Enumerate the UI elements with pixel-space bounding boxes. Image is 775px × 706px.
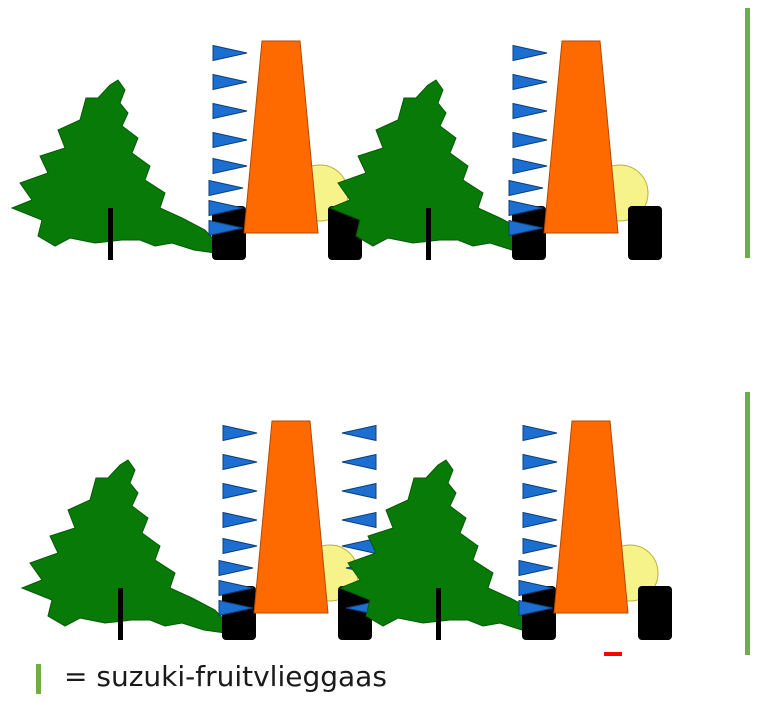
tree-canopy [338,459,547,634]
spray-nozzle-icon [212,44,248,62]
spray-nozzle-icon [212,157,248,175]
legend-label: = suzuki-fruitvlieggaas [64,660,387,693]
sprayer-wheel-left [512,206,546,260]
spray-nozzle-icon [208,199,244,217]
tree-canopy [20,459,229,634]
spray-nozzle-icon [518,579,554,597]
panel-one-sided-spraying [10,8,750,260]
spray-nozzle-icon [341,453,377,471]
spray-nozzle-icon [212,131,248,149]
tree-canopy [10,79,219,254]
spray-nozzle-icon [508,179,544,197]
spray-nozzle-icon [341,511,377,529]
spray-nozzle-icon [522,453,558,471]
spray-nozzle-icon [512,102,548,120]
sprayer-wheel-right [628,206,662,260]
spray-nozzle-icon [218,559,254,577]
tree-canopy [328,79,537,254]
spray-nozzle-icon [512,131,548,149]
spray-nozzle-icon [512,157,548,175]
tree-trunk [108,208,113,260]
red-marker [604,652,622,656]
spray-nozzle-icon [208,219,244,237]
spray-nozzle-icon [341,424,377,442]
spray-nozzle-icon [222,511,258,529]
sprayer-body [553,420,629,614]
spray-nozzle-icon [522,511,558,529]
spray-nozzle-icon [222,453,258,471]
spray-nozzle-icon [218,579,254,597]
spray-nozzle-icon [512,44,548,62]
sprayer-body [243,40,319,234]
spray-nozzle-icon [508,219,544,237]
spray-nozzle-icon [212,73,248,91]
spray-nozzle-icon [222,424,258,442]
spray-nozzle-icon [518,599,554,617]
spray-nozzle-icon [222,537,258,555]
tree-trunk [118,588,123,640]
sprayer-body [253,420,329,614]
spray-nozzle-icon [212,102,248,120]
tree-trunk [436,588,441,640]
spray-nozzle-icon [341,482,377,500]
sprayer-wheel-left [212,206,246,260]
panel-two-sided-spraying [20,392,750,656]
sprayer-wheel-right [638,586,672,640]
spray-nozzle-icon [512,73,548,91]
insect-net [745,8,750,258]
insect-net [745,392,750,655]
spray-nozzle-icon [218,599,254,617]
spray-nozzle-icon [508,199,544,217]
spray-nozzle-icon [518,559,554,577]
spray-nozzle-icon [522,482,558,500]
sprayer-wheel-right [338,586,372,640]
sprayer-wheel-left [222,586,256,640]
sprayer-wheel-left [522,586,556,640]
spray-nozzle-icon [522,537,558,555]
sprayer-body [543,40,619,234]
spray-nozzle-icon [522,424,558,442]
spray-nozzle-icon [222,482,258,500]
spray-nozzle-icon [208,179,244,197]
sprayer-wheel-right [328,206,362,260]
legend-net-swatch [36,664,41,694]
tree-trunk [426,208,431,260]
